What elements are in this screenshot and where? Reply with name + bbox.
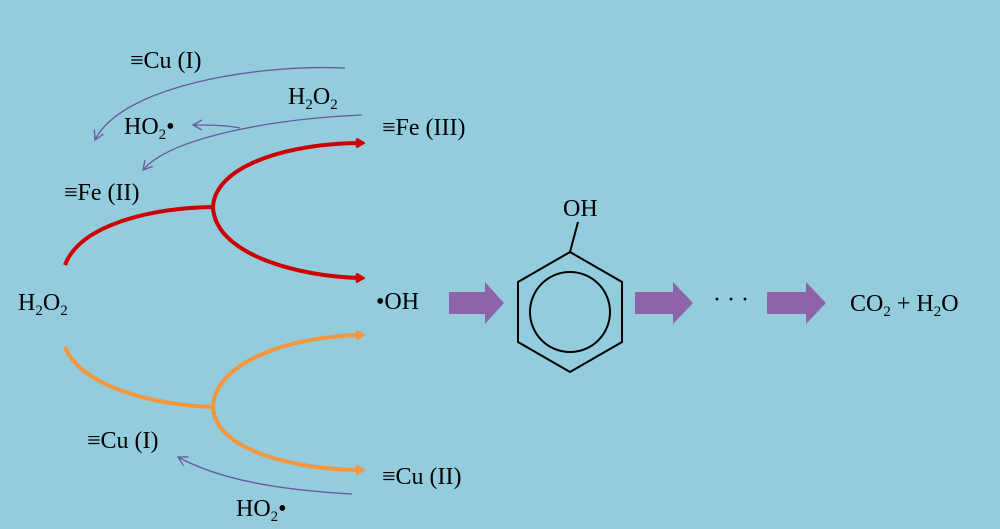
label-cu1-bottom: ≡Cu (I) — [87, 428, 159, 454]
h2o2-reduces-fe3-arrow — [142, 114, 363, 172]
side-reactions — [93, 66, 363, 495]
ho2-release-arrow — [191, 119, 241, 131]
cu1-reduces-fe3-arrow — [93, 66, 346, 142]
label-products: CO2 + H2O — [850, 291, 959, 320]
label-fe3: ≡Fe (III) — [382, 115, 466, 141]
label-cu1-top: ≡Cu (I) — [130, 48, 202, 74]
benzene-ring — [517, 250, 623, 374]
label-fe2: ≡Fe (II) — [64, 180, 140, 206]
label-h2o2-left: H2O2 — [18, 290, 68, 319]
cu-to-cu2-arrow — [211, 406, 362, 470]
cu-pathway — [63, 335, 362, 470]
label-ho2-top: HO2• — [124, 114, 175, 143]
fe-pathway — [63, 143, 362, 278]
label-ellipsis: · · · — [713, 287, 749, 313]
fe-to-oh-arrow — [211, 206, 362, 278]
block-arrow-1 — [449, 282, 504, 324]
block-arrow-2 — [635, 282, 693, 324]
label-oh-radical: •OH — [376, 289, 419, 315]
label-phenol-oh: OH — [563, 196, 598, 222]
label-ho2-bottom: HO2• — [236, 496, 287, 525]
cu-input-curve — [63, 346, 214, 409]
ho2-reduces-cu2-arrow — [176, 456, 353, 495]
fe-to-fe3-arrow — [211, 143, 362, 208]
block-arrows — [449, 282, 826, 324]
label-h2o2-top: H2O2 — [288, 84, 338, 113]
fe-input-curve — [63, 205, 214, 266]
oh-bond — [569, 221, 579, 253]
aromatic-circle — [529, 271, 611, 353]
cu-to-oh-arrow — [211, 335, 362, 408]
phenol-structure — [517, 221, 623, 374]
label-cu2: ≡Cu (II) — [382, 464, 462, 490]
block-arrow-3 — [767, 282, 826, 324]
